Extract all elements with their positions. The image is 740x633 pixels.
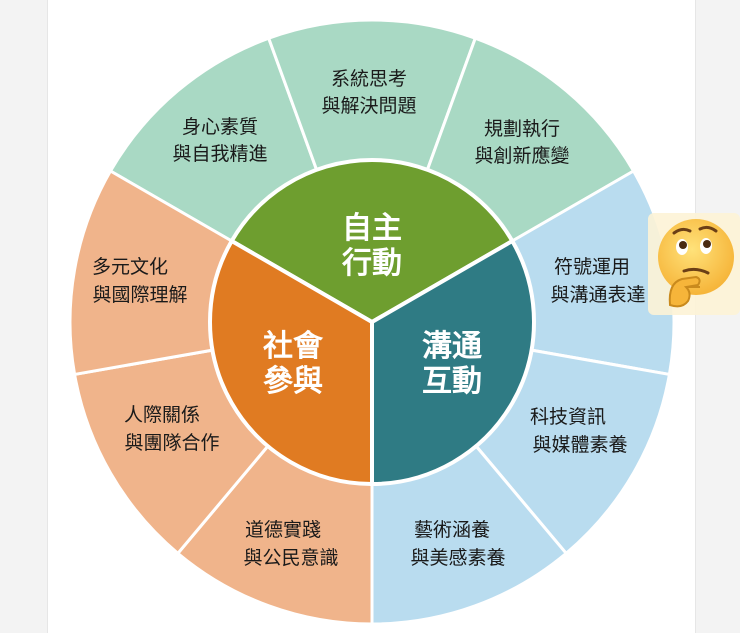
label-multicultural-1: 多元文化	[92, 256, 168, 278]
core-sector-communication	[370, 238, 536, 487]
core-social-line2: 參與	[263, 364, 323, 399]
label-symbol-use-1: 符號運用	[554, 256, 630, 278]
label-moral-civic-2: 與公民意識	[243, 547, 338, 569]
core-ring	[208, 158, 536, 487]
core-autonomy-line2: 行動	[341, 246, 402, 281]
core-sector-social	[208, 238, 374, 487]
label-interpersonal-team-1: 人際關係	[124, 404, 200, 426]
thinking-face-icon	[648, 213, 740, 315]
label-symbol-use-2: 與溝通表達	[550, 284, 645, 306]
label-planning-execution-1: 規劃執行	[484, 118, 560, 140]
core-communication-line1: 溝通	[422, 329, 482, 364]
label-tech-media-2: 與媒體素養	[532, 434, 627, 456]
label-arts-aesthetics-1: 藝術涵養	[414, 519, 490, 541]
label-interpersonal-team-2: 與團隊合作	[124, 432, 219, 454]
label-moral-civic-1: 道德實踐	[245, 519, 321, 541]
core-sector-autonomy	[228, 158, 516, 325]
label-systems-thinking-2: 與解決問題	[321, 95, 416, 117]
label-systems-thinking-1: 系統思考	[331, 68, 407, 90]
label-physical-mental-2: 與自我精進	[172, 143, 267, 165]
core-communication-line2: 互動	[422, 364, 482, 399]
core-autonomy-line1: 自主	[342, 211, 402, 246]
core-social-line1: 社會	[263, 329, 324, 364]
label-multicultural-2: 與國際理解	[92, 284, 187, 306]
label-physical-mental-1: 身心素質	[182, 116, 258, 138]
label-planning-execution-2: 與創新應變	[474, 144, 569, 167]
label-tech-media-1: 科技資訊	[530, 406, 606, 428]
label-arts-aesthetics-2: 與美感素養	[410, 547, 505, 569]
